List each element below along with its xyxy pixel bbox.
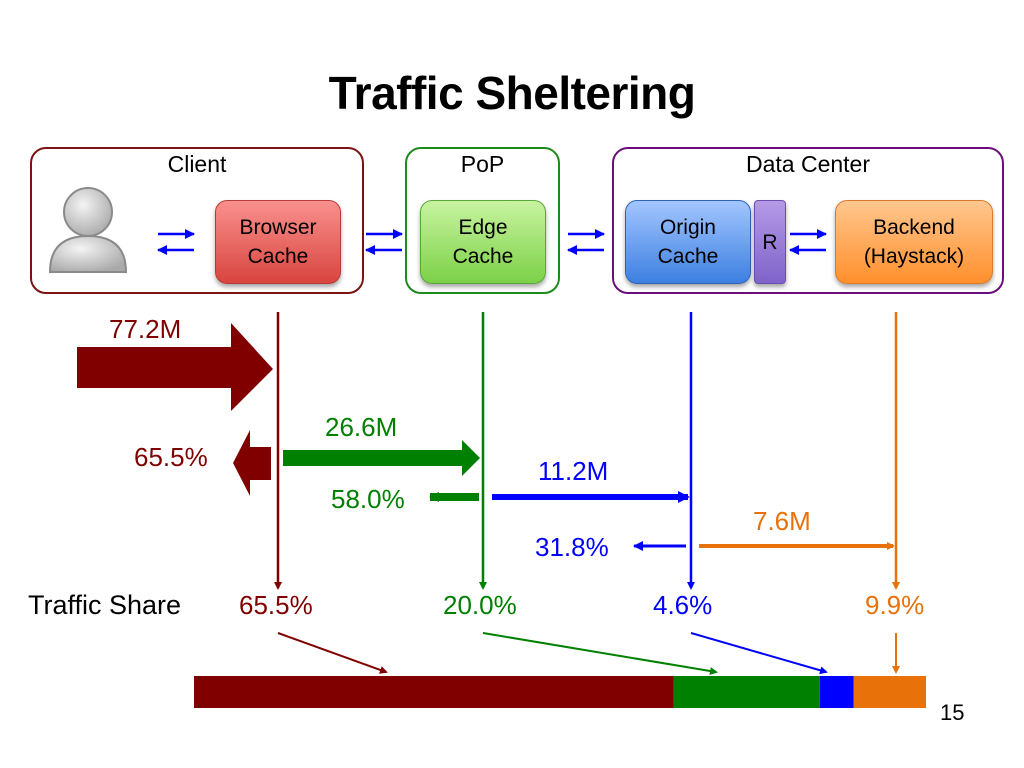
edge-hit-label: 58.0%	[331, 484, 405, 514]
datacenter-group: Data Center	[612, 147, 1004, 294]
browser-share-label: 65.5%	[239, 590, 313, 620]
router-node: R	[754, 200, 786, 284]
share-segment-2	[819, 676, 854, 708]
slide-title: Traffic Sheltering	[328, 67, 696, 119]
user-icon	[48, 187, 128, 273]
browser-cache-node: Browser Cache	[215, 200, 341, 284]
pop-group-label: PoP	[460, 151, 505, 177]
connector-arrows	[157, 229, 827, 255]
backend-node: Backend (Haystack)	[835, 200, 993, 284]
browser-hit-arrow	[233, 430, 271, 496]
client-group-label: Client	[167, 151, 227, 177]
origin-requests-label: 11.2M	[538, 456, 609, 486]
origin-cache-node: Origin Cache	[625, 200, 751, 284]
client-group: Client	[30, 147, 364, 294]
share-segment-0	[194, 676, 674, 708]
browser-hit-label: 65.5%	[134, 442, 208, 472]
edge-request-arrow	[283, 440, 480, 476]
browser-share-leader	[277, 632, 388, 674]
origin-hit-label: 31.8%	[535, 532, 609, 562]
traffic-share-bar	[194, 676, 926, 708]
share-segment-3	[853, 676, 926, 708]
client-request-arrow	[77, 323, 273, 411]
slide-number: 15	[940, 700, 965, 725]
edge-requests-label: 26.6M	[325, 412, 398, 442]
traffic-share-title: Traffic Share	[28, 590, 182, 620]
edge-cache-node: Edge Cache	[420, 200, 546, 284]
pop-group: PoP	[405, 147, 560, 294]
origin-share-label: 4.6%	[653, 590, 713, 620]
origin-share-leader	[690, 632, 828, 675]
client-requests-label: 77.2M	[109, 314, 182, 344]
share-segment-1	[673, 676, 820, 708]
backend-requests-label: 7.6M	[753, 506, 811, 536]
backend-share-label: 9.9%	[865, 590, 925, 620]
datacenter-group-label: Data Center	[745, 151, 870, 177]
edge-share-leader	[482, 632, 718, 675]
edge-share-label: 20.0%	[443, 590, 517, 620]
